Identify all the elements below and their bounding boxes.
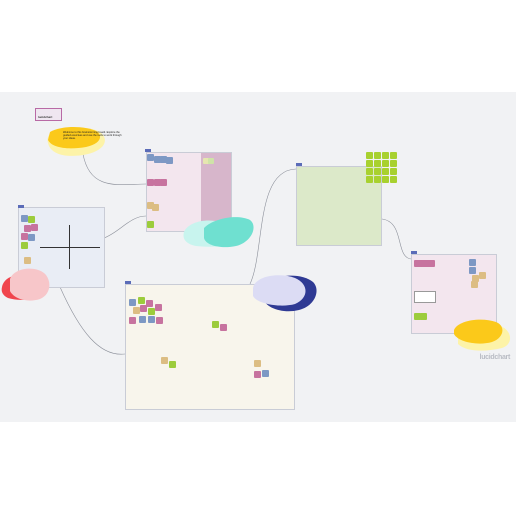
title-card-label: lucidchart — [38, 115, 53, 119]
sticky-note-green[interactable] — [382, 168, 389, 175]
sticky-note[interactable] — [469, 267, 476, 274]
sticky-note[interactable] — [133, 307, 140, 314]
red-blob[interactable] — [0, 267, 52, 303]
sticky-note-green[interactable] — [382, 152, 389, 159]
lucidchart-logo: lucidchart — [479, 354, 511, 361]
sticky-note[interactable] — [24, 225, 31, 232]
sticky-note[interactable] — [140, 305, 147, 312]
sticky-note-green[interactable] — [374, 168, 381, 175]
sticky-note[interactable] — [152, 204, 159, 211]
intro-note-text: Welcome to this brainstorming board. Exp… — [63, 131, 122, 140]
whiteboard-canvas[interactable]: lucidchart Welcome to this brainstorming… — [0, 92, 516, 422]
sticky-note-green[interactable] — [390, 152, 397, 159]
navy-blob[interactable] — [249, 270, 319, 314]
sticky-note-green[interactable] — [374, 160, 381, 167]
sticky-note-green[interactable] — [366, 176, 373, 183]
sticky-note[interactable] — [28, 216, 35, 223]
sticky-note-green[interactable] — [390, 168, 397, 175]
sticky-note[interactable] — [212, 321, 219, 328]
sticky-note-green[interactable] — [366, 168, 373, 175]
matrix-y-axis — [69, 225, 70, 269]
sticky-note-green[interactable] — [374, 176, 381, 183]
sticky-note[interactable] — [31, 224, 38, 231]
matrix-x-axis — [40, 247, 100, 248]
sticky-note[interactable] — [146, 300, 153, 307]
vote-frame-tag — [411, 251, 417, 254]
sticky-note[interactable] — [472, 275, 479, 282]
matrix-frame-tag — [18, 205, 24, 208]
sticky-note[interactable] — [148, 316, 155, 323]
sticky-note[interactable] — [156, 317, 163, 324]
main-frame[interactable] — [125, 284, 295, 410]
sticky-note-green[interactable] — [390, 160, 397, 167]
connector-lines — [59, 153, 412, 355]
sticky-note[interactable] — [254, 371, 261, 378]
sticky-note[interactable] — [421, 260, 435, 267]
sticky-note[interactable] — [154, 156, 161, 163]
sticky-note[interactable] — [129, 299, 136, 306]
sticky-note[interactable] — [139, 316, 146, 323]
teal-blob[interactable] — [180, 214, 256, 250]
sticky-note[interactable] — [147, 202, 154, 209]
sticky-note-green[interactable] — [374, 152, 381, 159]
vote-table — [414, 291, 436, 303]
sticky-note[interactable] — [147, 179, 154, 186]
sticky-note-green[interactable] — [382, 176, 389, 183]
sticky-note[interactable] — [21, 215, 28, 222]
sticky-note[interactable] — [21, 242, 28, 249]
sticky-note[interactable] — [24, 257, 31, 264]
sticky-note[interactable] — [21, 233, 28, 240]
sticky-note[interactable] — [160, 156, 167, 163]
sticky-note-green[interactable] — [366, 152, 373, 159]
main-frame-tag — [125, 281, 131, 284]
sticky-note[interactable] — [471, 281, 478, 288]
sticky-note[interactable] — [208, 158, 214, 164]
sticky-note[interactable] — [161, 357, 168, 364]
sticky-note[interactable] — [166, 157, 173, 164]
sticky-note-green[interactable] — [382, 160, 389, 167]
sticky-note[interactable] — [479, 272, 486, 279]
sticky-note[interactable] — [138, 297, 145, 304]
sticky-note[interactable] — [155, 304, 162, 311]
sticky-note[interactable] — [129, 317, 136, 324]
sticky-note-green[interactable] — [390, 176, 397, 183]
sticky-note[interactable] — [420, 313, 427, 320]
sticky-note[interactable] — [28, 234, 35, 241]
sticky-note[interactable] — [220, 324, 227, 331]
sticky-note[interactable] — [169, 361, 176, 368]
sticky-note-green[interactable] — [366, 160, 373, 167]
sticky-note[interactable] — [414, 313, 421, 320]
sticky-note[interactable] — [469, 259, 476, 266]
intro-yellow-blob[interactable] — [46, 126, 110, 160]
title-card[interactable]: lucidchart — [35, 108, 62, 121]
yellow-blob-bottom[interactable] — [452, 318, 516, 354]
sticky-note[interactable] — [148, 308, 155, 315]
sticky-note[interactable] — [147, 154, 154, 161]
sticky-note[interactable] — [254, 360, 261, 367]
sticky-note[interactable] — [147, 221, 154, 228]
sticky-note[interactable] — [154, 179, 161, 186]
sorting-column-highlight — [201, 153, 231, 231]
green-frame-tag — [296, 163, 302, 166]
sorting-frame-tag — [145, 149, 151, 152]
sticky-note[interactable] — [160, 179, 167, 186]
sticky-note[interactable] — [262, 370, 269, 377]
